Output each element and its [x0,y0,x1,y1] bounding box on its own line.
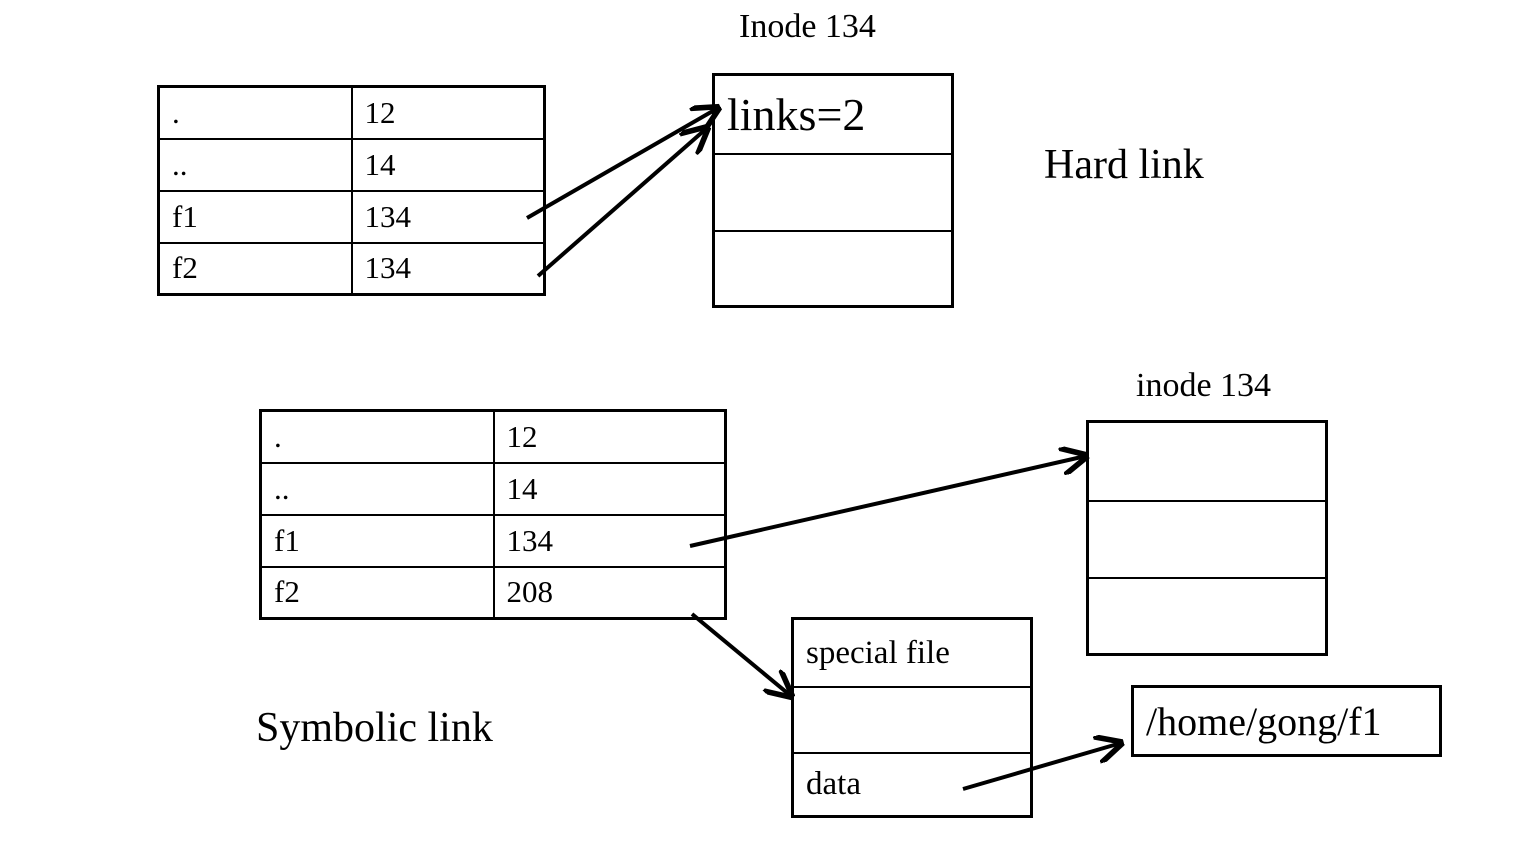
symbolic-link-label: Symbolic link [256,705,493,751]
symbolic-inode-caption: inode 134 [1136,367,1272,404]
dir-entry-name: f2 [157,241,353,296]
table-row: . 12 [157,85,546,140]
hard-directory-table: . 12 .. 14 f1 134 f2 134 [157,85,546,296]
path-text: /home/gong/f1 [1146,698,1382,744]
special-file-data-field: data [794,752,1030,815]
inode-field [1089,500,1325,577]
dir-entry-name: f1 [259,513,495,568]
dir-entry-inode: 134 [350,189,546,244]
table-row: .. 14 [157,137,546,192]
dir-entry-name: .. [157,137,353,192]
dir-entry-name: . [157,85,353,140]
inode-field [1089,423,1325,500]
table-row: . 12 [259,409,727,464]
symbolic-f2-arrow [690,612,791,696]
dir-entry-inode: 12 [350,85,546,140]
special-file-box: special file data [791,617,1033,818]
dir-entry-inode: 14 [350,137,546,192]
path-box: /home/gong/f1 [1131,685,1442,757]
special-file-field [794,686,1030,752]
hard-f1-arrow [526,108,718,220]
table-row: f1 134 [259,513,727,568]
inode-links-field: links=2 [727,89,866,140]
hard-link-label: Hard link [1044,142,1204,188]
dir-entry-inode: 134 [492,513,727,568]
hard-f2-arrow [536,128,707,278]
hard-inode-box: links=2 [712,73,954,308]
dir-entry-inode: 12 [492,409,727,464]
inode-field [715,153,951,230]
symbolic-f1-arrow [689,456,1086,548]
table-row: f2 134 [157,241,546,296]
table-row: .. 14 [259,461,727,516]
dir-entry-name: f2 [259,565,495,620]
symbolic-directory-table: . 12 .. 14 f1 134 f2 208 [259,409,727,620]
table-row: f2 208 [259,565,727,620]
dir-entry-inode: 208 [492,565,727,620]
dir-entry-inode: 14 [492,461,727,516]
hard-inode-caption: Inode 134 [739,8,876,45]
dir-entry-inode: 134 [350,241,546,296]
inode-field [715,230,951,307]
special-file-label: special file [806,634,950,671]
table-row: f1 134 [157,189,546,244]
dir-entry-name: .. [259,461,495,516]
symbolic-inode-box [1086,420,1328,656]
inode-field [1089,577,1325,653]
dir-entry-name: f1 [157,189,353,244]
dir-entry-name: . [259,409,495,464]
